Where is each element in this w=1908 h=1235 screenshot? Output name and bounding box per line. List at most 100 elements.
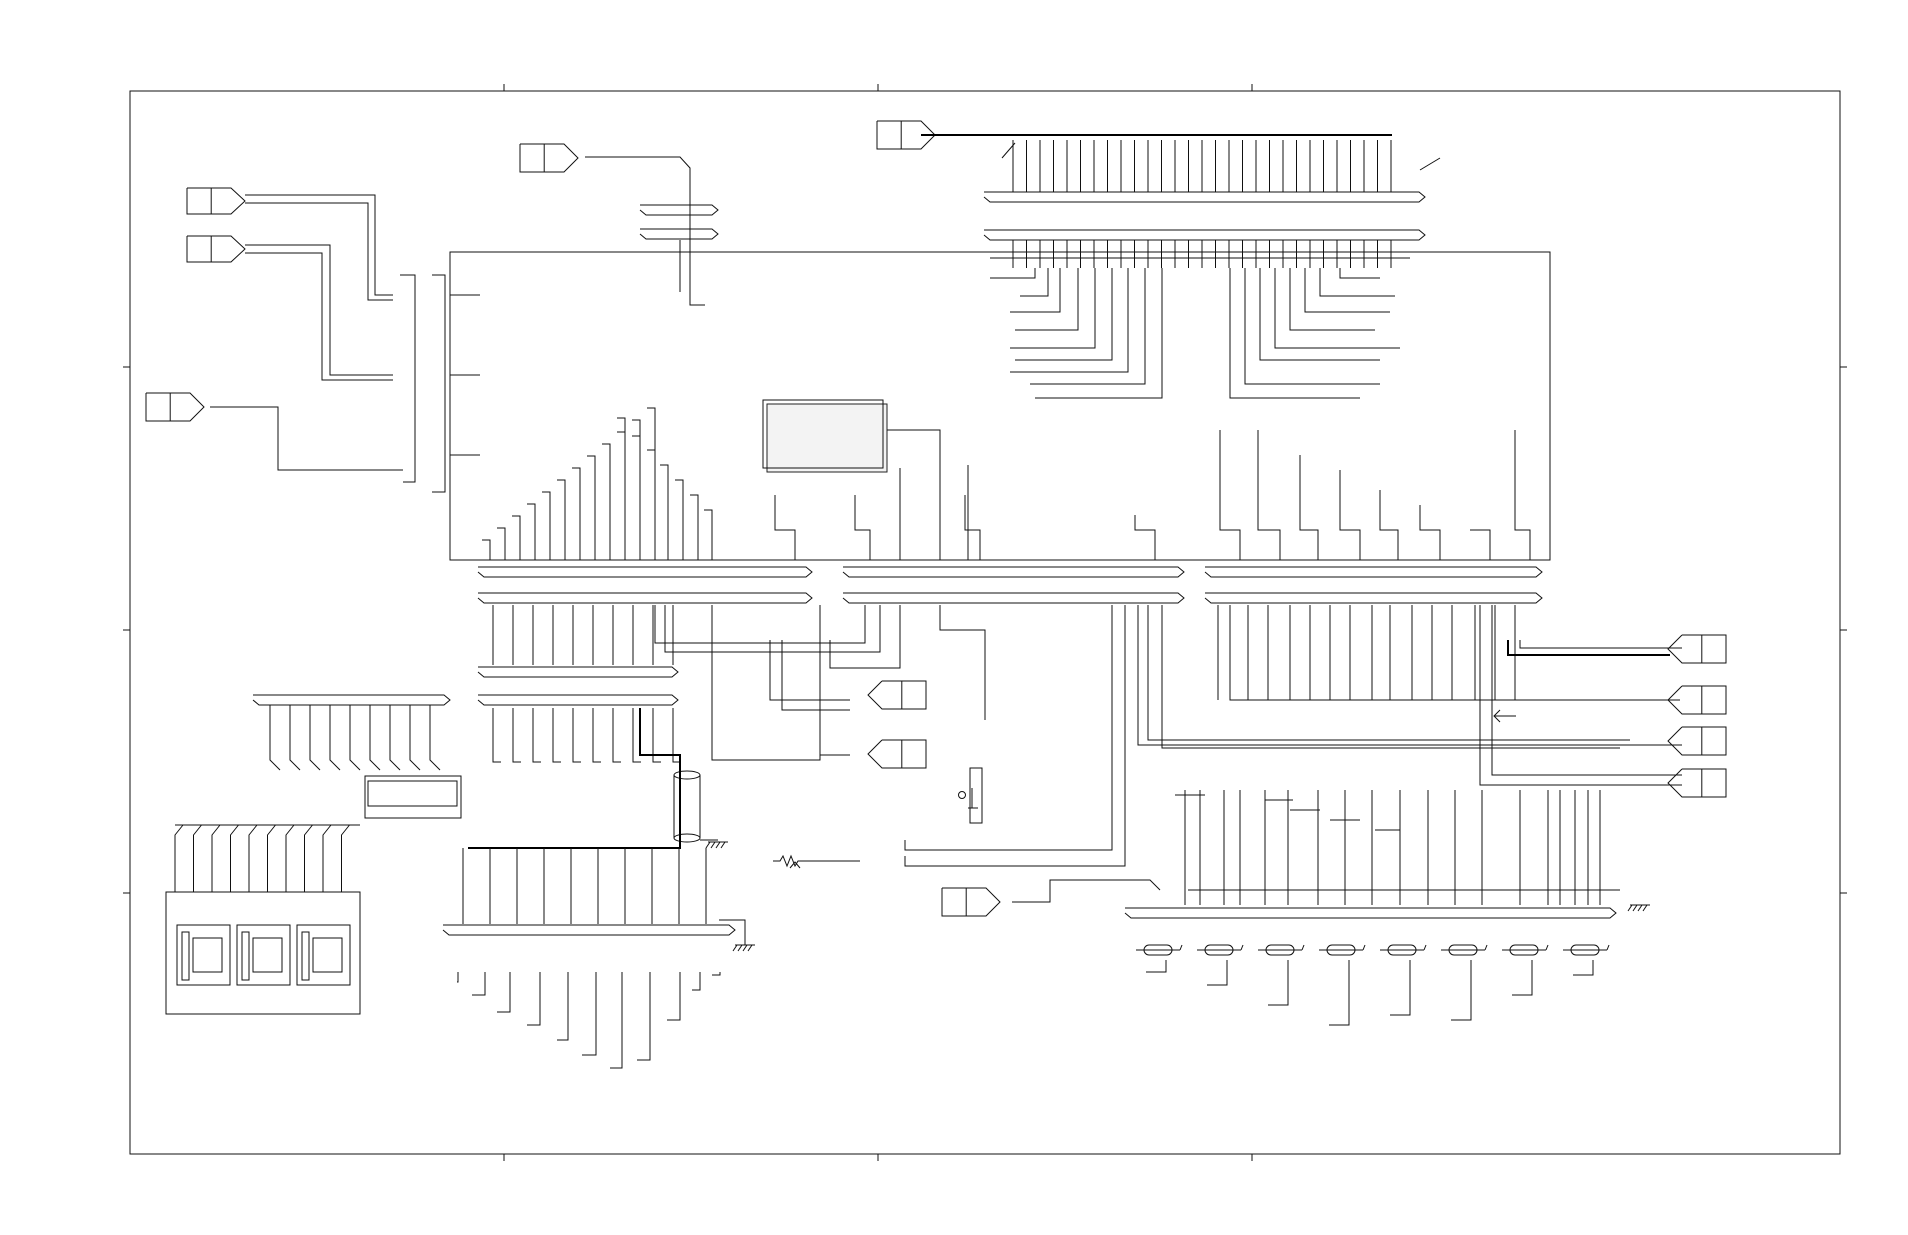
bus-drop: [612, 708, 621, 763]
lower-fan: [527, 972, 541, 1026]
ground-hatch: [1642, 904, 1648, 912]
fan-line: [1319, 268, 1395, 297]
resistor-tail: [1329, 960, 1350, 1026]
ground-hatch: [742, 944, 748, 952]
wire: [769, 640, 850, 701]
connector-outline: [145, 392, 205, 422]
bus-drop: [532, 708, 541, 763]
frame-border: [129, 90, 1841, 1155]
pin-stub: [854, 495, 871, 560]
bus-slash: [1419, 157, 1441, 171]
connector-outline: [1667, 768, 1727, 798]
pin-stub: [1257, 430, 1281, 560]
resistor-lead: [1362, 944, 1366, 951]
wire: [711, 605, 821, 761]
stair-pin: [617, 431, 626, 560]
bus-bar: [1124, 907, 1617, 919]
stair-pin: [632, 435, 641, 560]
connector-top-center: [519, 143, 579, 173]
direction-arrow-icon: [1493, 709, 1516, 723]
ground-hatch: [737, 944, 743, 952]
dip-lead: [349, 705, 361, 771]
ground-hatch: [710, 841, 716, 849]
wire: [1264, 790, 1293, 801]
bus-bar: [442, 924, 736, 936]
off-page-connectors: [145, 120, 1727, 917]
lower-fan: [582, 972, 597, 1056]
stair-pin: [602, 443, 611, 560]
lower-fan: [497, 972, 511, 1013]
wire: [245, 244, 393, 376]
fan-line: [1035, 268, 1163, 399]
connector-top-right: [876, 120, 936, 150]
ground-hatch: [715, 841, 721, 849]
display-lead: [304, 824, 313, 892]
resistor-tail: [1573, 960, 1594, 976]
display-lead: [174, 824, 184, 892]
small-module: [762, 399, 888, 473]
connector-outline: [1667, 685, 1727, 715]
lower-fan: [457, 972, 459, 983]
wire: [887, 429, 941, 560]
bus-bar: [1204, 566, 1543, 578]
wire: [654, 605, 866, 644]
bus-bar: [477, 566, 813, 578]
wire: [904, 605, 1126, 867]
bus-bar: [639, 204, 719, 216]
wire: [1137, 605, 1682, 746]
drawing-frame: [123, 84, 1847, 1161]
bus-slash: [1001, 142, 1016, 159]
stair-pin: [704, 509, 713, 560]
connector-mid-2: [941, 887, 1001, 917]
bus-drop: [652, 708, 661, 763]
connector-bottom-center: [867, 680, 927, 710]
connector-right-1: [1667, 634, 1727, 664]
bus-drop: [672, 708, 681, 763]
dip-lead: [289, 705, 301, 771]
wire: [1507, 640, 1670, 656]
wire: [781, 640, 850, 711]
fan-line: [1015, 268, 1079, 331]
bus-drop: [492, 708, 501, 763]
stair-pin: [660, 464, 669, 560]
connector-top-left-2: [186, 235, 246, 263]
bus-bar: [477, 666, 679, 678]
wire: [664, 605, 881, 653]
ground-hatch: [1627, 904, 1633, 912]
pin-stub: [1134, 515, 1156, 560]
fan-line: [1304, 268, 1390, 313]
pin-stub: [1470, 529, 1491, 560]
connector-outline: [941, 887, 1001, 917]
dip-lead: [269, 705, 281, 771]
lower-fan: [712, 972, 721, 976]
stair-pin: [587, 455, 596, 560]
lower-fan: [667, 972, 681, 1021]
ground-hatch: [747, 944, 753, 952]
fan-line: [1244, 268, 1380, 385]
display-lead: [230, 824, 239, 892]
pin-stub: [1299, 455, 1319, 560]
wire: [829, 605, 901, 669]
ground-icon: [705, 841, 728, 849]
pin-stub: [1379, 490, 1399, 560]
wire: [1491, 605, 1682, 776]
wire: [1519, 640, 1682, 649]
stair-pin: [482, 539, 491, 560]
bus-bar: [842, 566, 1185, 578]
ground-hatch: [720, 841, 726, 849]
connector-top-left-1: [186, 187, 246, 215]
wire: [245, 252, 393, 381]
pin-stub: [1339, 470, 1361, 560]
connector-outline: [186, 187, 246, 215]
pin-stub: [1514, 430, 1531, 560]
dip-lead: [429, 705, 441, 771]
resistor-lead: [1179, 944, 1183, 951]
dip-lead: [329, 705, 341, 771]
connector-right-3: [1667, 726, 1727, 756]
stair-pin: [557, 479, 566, 560]
bus-bar: [842, 592, 1185, 604]
bus-drop: [552, 708, 561, 763]
wire: [432, 274, 446, 493]
